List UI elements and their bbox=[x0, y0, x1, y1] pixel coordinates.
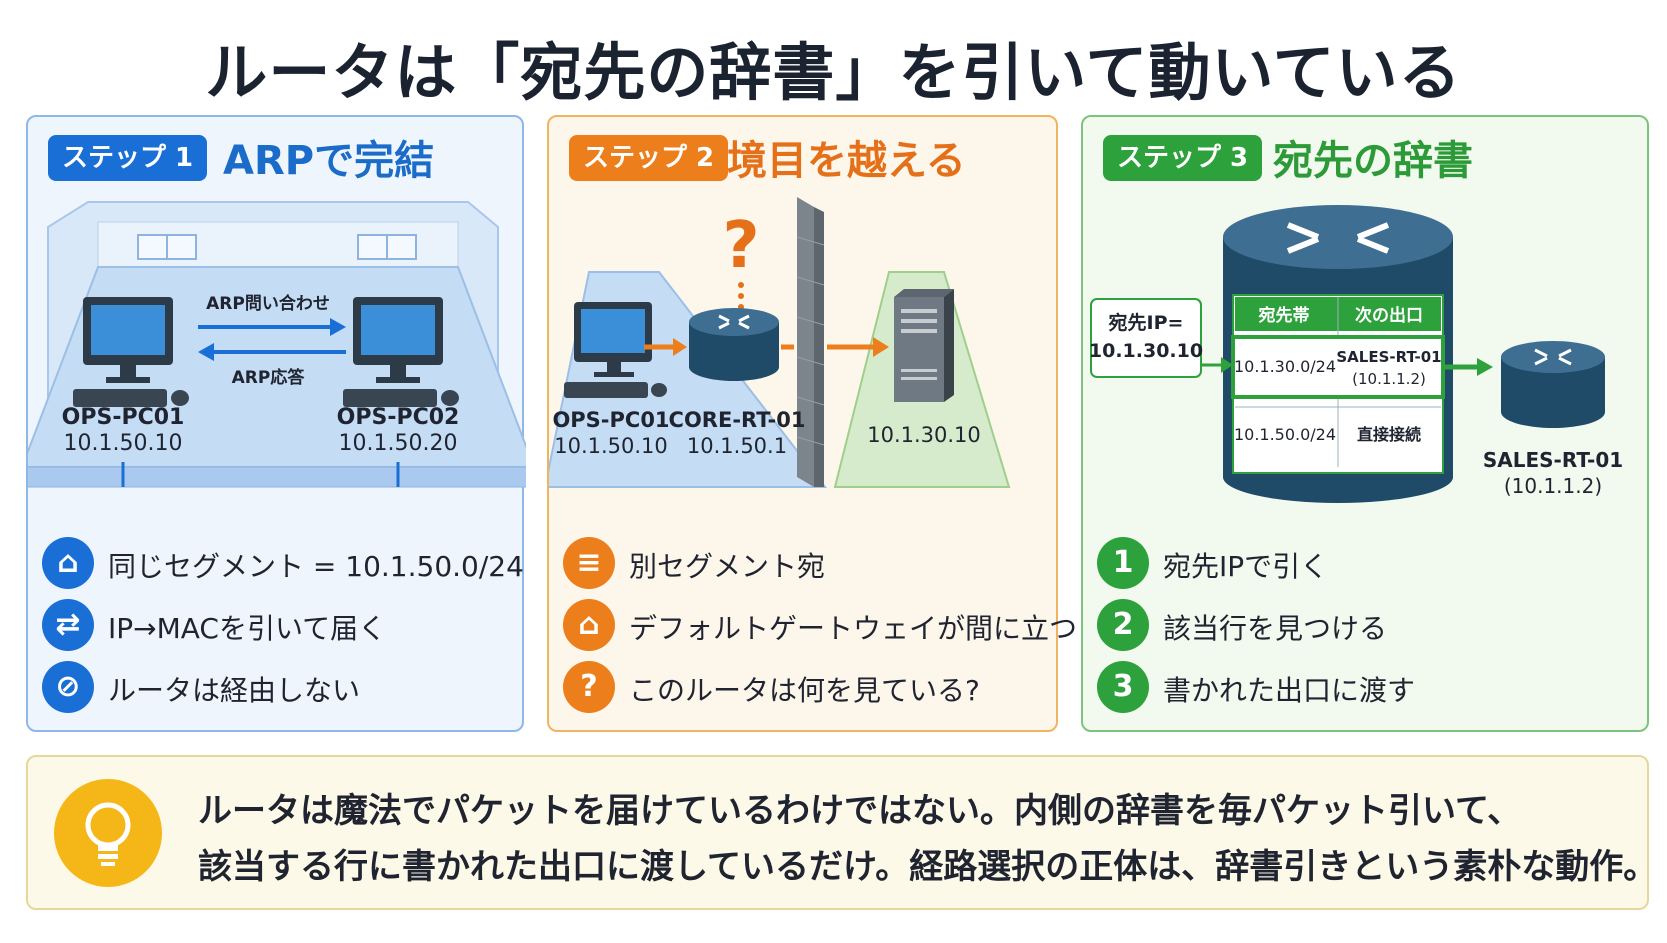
sales-router-ip: (10.1.1.2) bbox=[1504, 474, 1602, 498]
arp-request-label: ARP問い合わせ bbox=[206, 293, 330, 314]
step-number-badge: 1 bbox=[1097, 537, 1149, 589]
sales-router-name: SALES-RT-01 bbox=[1483, 448, 1623, 472]
table-header-destination: 宛先帯 bbox=[1258, 305, 1310, 326]
step-number-badge: 3 bbox=[1097, 661, 1149, 713]
page-title: ルータは「宛先の辞書」を引いて動いている bbox=[205, 36, 1462, 109]
step2-scene: ? bbox=[549, 197, 1011, 488]
prohibited-icon: ⊘ bbox=[42, 661, 94, 713]
step2-heading: 境目を越える bbox=[727, 138, 966, 184]
router-name: CORE-RT-01 bbox=[669, 408, 806, 432]
step3-heading: 宛先の辞書 bbox=[1273, 138, 1473, 184]
document-icon: ≡ bbox=[563, 537, 615, 589]
summary-line-2: 該当する行に書かれた出口に渡しているだけ。経路選択の正体は、辞書引きという素朴な… bbox=[198, 847, 1658, 887]
step1-badge: ステップ 1 bbox=[48, 135, 208, 181]
row1-next-hop: SALES-RT-01 bbox=[1336, 348, 1441, 366]
row1-next-hop-ip: (10.1.1.2) bbox=[1352, 370, 1426, 388]
routing-table bbox=[1231, 294, 1445, 474]
home-icon: ⌂ bbox=[42, 537, 94, 589]
pc-name: OPS-PC01 bbox=[552, 408, 669, 432]
pc1-name: OPS-PC01 bbox=[62, 405, 185, 430]
ops-pc01-computer-icon bbox=[73, 297, 189, 407]
summary-box: ルータは魔法でパケットを届けているわけではない。内側の辞書を毎パケット引いて、 … bbox=[26, 755, 1657, 910]
step-number-badge: 2 bbox=[1097, 599, 1149, 651]
wall-icon bbox=[796, 197, 825, 487]
step1-scene: ARP問い合わせ ARP応答 OPS-PC01 10.1.50.10 OPS-P… bbox=[28, 201, 526, 488]
sales-router-icon bbox=[1501, 341, 1605, 428]
step1-heading: ARPで完結 bbox=[223, 138, 435, 184]
question-mark-icon: ? bbox=[722, 209, 759, 283]
row2-next-hop: 直接接続 bbox=[1357, 425, 1421, 444]
arp-reply-label: ARP応答 bbox=[232, 367, 306, 388]
destination-ip-label: 宛先IP= bbox=[1108, 311, 1184, 334]
destination-ip-callout bbox=[1090, 298, 1233, 378]
swap-icon: ⇄ bbox=[42, 599, 94, 651]
lightbulb-icon bbox=[54, 779, 162, 887]
server-icon bbox=[894, 289, 954, 402]
pc1-ip: 10.1.50.10 bbox=[64, 431, 183, 456]
arp-reply-arrow bbox=[198, 343, 346, 361]
step3-scene: 宛先帯 次の出口 10.1.30.0/24 SALES-RT-01 (10.1.… bbox=[1089, 205, 1623, 503]
router-ip: 10.1.50.1 bbox=[687, 434, 787, 458]
gateway-icon: ⌂ bbox=[563, 599, 615, 651]
core-router-icon bbox=[689, 308, 779, 381]
forward-arrow bbox=[1445, 358, 1493, 376]
step1-panel: ステップ 1 ARPで完結 bbox=[26, 115, 526, 732]
question-dots bbox=[738, 282, 744, 310]
step2-panel: ステップ 2 境目を越える ? bbox=[547, 115, 1077, 732]
summary-line-1: ルータは魔法でパケットを届けているわけではない。内側の辞書を毎パケット引いて、 bbox=[198, 791, 1522, 831]
packet-arrow-to-server bbox=[781, 337, 889, 357]
packet-arrow-to-router bbox=[644, 338, 687, 356]
row2-prefix: 10.1.50.0/24 bbox=[1234, 425, 1336, 444]
server-ip: 10.1.30.10 bbox=[867, 423, 981, 447]
destination-ip-value: 10.1.30.10 bbox=[1089, 340, 1203, 362]
ops-pc01-computer-icon bbox=[564, 302, 667, 398]
pc2-ip: 10.1.50.20 bbox=[339, 431, 458, 456]
row1-prefix: 10.1.30.0/24 bbox=[1234, 357, 1336, 376]
table-header-next-hop: 次の出口 bbox=[1355, 305, 1423, 326]
step3-panel: ステップ 3 宛先の辞書 宛先帯 次の出口 10.1.30.0/24 SALES… bbox=[1081, 115, 1649, 732]
pc-ip: 10.1.50.10 bbox=[554, 434, 668, 458]
arp-request-arrow bbox=[198, 318, 346, 336]
step2-badge: ステップ 2 bbox=[569, 135, 729, 181]
question-icon: ? bbox=[563, 661, 615, 713]
pc2-name: OPS-PC02 bbox=[337, 405, 460, 430]
step3-badge: ステップ 3 bbox=[1103, 135, 1263, 181]
matched-route-row bbox=[1231, 335, 1445, 399]
ops-pc02-computer-icon bbox=[343, 297, 459, 407]
